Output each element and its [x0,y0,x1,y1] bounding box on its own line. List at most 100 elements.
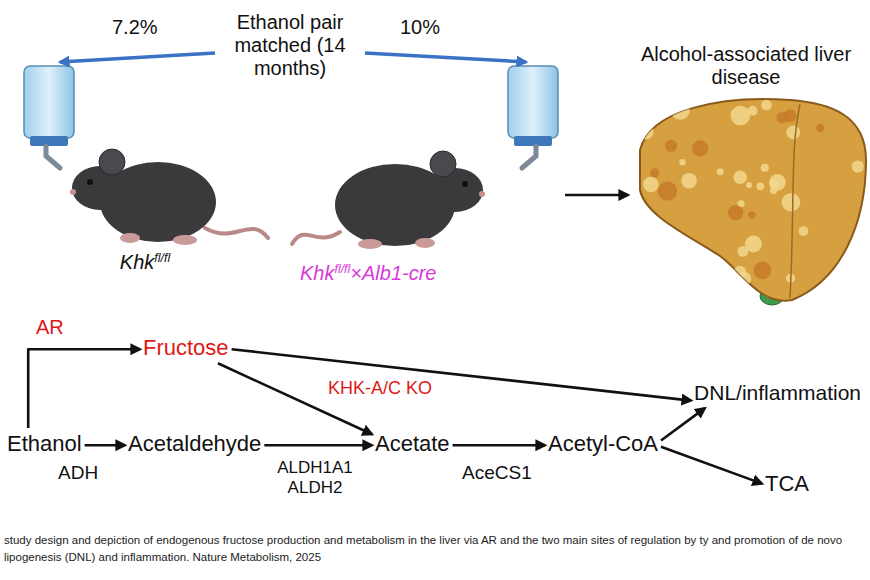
edge-label: 10% [400,16,440,39]
bottle-cap [514,136,552,146]
metabolite: Acetyl-CoA [545,428,661,459]
fat-droplet [754,261,772,279]
mouse-eye [462,181,468,187]
fat-droplet [692,140,708,156]
fat-droplet [728,205,743,220]
fat-droplet [717,168,724,175]
fat-droplet [659,253,678,272]
node-text: Ethanol [7,431,82,456]
fat-droplet [679,159,685,165]
fat-droplet [761,100,772,111]
fat-droplet [643,177,659,193]
bottle-spout [46,146,60,168]
node-text: Acetyl-CoA [548,431,658,456]
liver-disease-node: Alcohol-associated liver disease [628,40,864,310]
fat-droplet [665,140,677,152]
arrow-connector [218,363,372,434]
fat-droplet [782,193,801,212]
arrow-connector [232,349,691,400]
water-bottle [24,66,74,168]
edge-label: AR [36,316,64,339]
mouse-figure [70,149,268,245]
fat-droplet [693,248,711,266]
mouse-nose [479,191,485,197]
edge-label: ALDH1A1 ALDH2 [272,458,358,497]
arrow-connector [28,349,140,428]
fat-droplet [757,295,772,310]
bottle-spout [522,146,536,168]
mouse-nose [70,189,76,195]
node-text: Fructose [143,335,229,360]
mouse-ear [99,149,125,175]
fat-droplet [799,226,809,236]
metabolite: Acetaldehyde [125,428,264,459]
lobe-divide [790,104,800,298]
mouse-foot [415,238,435,248]
node-text: Khkfl/fl×Alb1-cre [300,262,562,285]
liver-outline [640,99,866,301]
fat-droplet [748,211,756,219]
fat-droplet [681,173,697,189]
water-bottle [508,66,558,168]
arrow-connector [85,444,125,447]
fat-droplet [745,236,762,253]
fat-droplet [786,125,800,139]
node-text: Khkfl/fl [18,251,272,274]
fat-droplets [638,100,864,311]
bottle-body [508,66,558,138]
fat-droplet [852,161,864,173]
mouse-foot [358,239,382,249]
mouse-foot [120,233,140,243]
fat-droplet [761,164,769,172]
bottle-cap [30,136,68,146]
fat-droplet [654,277,661,284]
node-text: Alcohol-associated liver disease [631,43,861,89]
fat-droplet [671,101,690,120]
arrow-connector [453,444,545,447]
liver-illustration [638,99,866,310]
fat-droplet [733,171,747,185]
mouse-group: Khkfl/fl [15,62,275,277]
pathway-outcome: DNL/inflammation [691,378,864,408]
node-text: TCA [765,471,809,496]
figure-caption: study design and depiction of endogenous… [4,532,866,567]
mouse-eye [87,179,93,185]
node-text: Acetate [375,431,450,456]
mouse-tail [292,232,340,244]
edge-label: AceCS1 [462,462,532,484]
fat-droplet [737,272,751,286]
node-text: DNL/inflammation [694,381,861,405]
node-text: Acetaldehyde [128,431,261,456]
fat-droplet [698,293,704,299]
metabolite: Acetate [372,428,453,459]
mouse-figure [292,151,485,249]
pathway-outcome: TCA [762,468,812,499]
mouse-ear [430,151,456,177]
label-text-node: Ethanol pair matched (14 months) [215,8,365,83]
mouse-tail [205,228,268,238]
mouse-group: Khkfl/fl×Alb1-cre [290,62,565,288]
fat-droplet [688,275,701,288]
edge-label: ADH [58,462,98,484]
fat-droplet [731,106,751,126]
edge-label: 7.2% [112,16,158,39]
arrow-connector [264,444,372,447]
fat-droplet [776,112,788,124]
arrow-connector [661,447,762,484]
fat-droplet [816,124,824,132]
fat-droplet [650,168,659,177]
arrow-connector [365,53,526,62]
node-text: Ethanol pair matched (14 months) [218,11,362,80]
fat-droplet [746,182,752,188]
edge-label: KHK-A/C KO [328,378,432,399]
fat-droplet [673,296,685,308]
fat-droplet [843,268,859,284]
fat-droplet [658,181,677,200]
bottle-body [24,66,74,138]
fat-droplet [735,289,753,307]
arrow-connector [60,53,215,62]
fat-droplet [770,187,777,194]
fat-droplet [675,104,682,111]
